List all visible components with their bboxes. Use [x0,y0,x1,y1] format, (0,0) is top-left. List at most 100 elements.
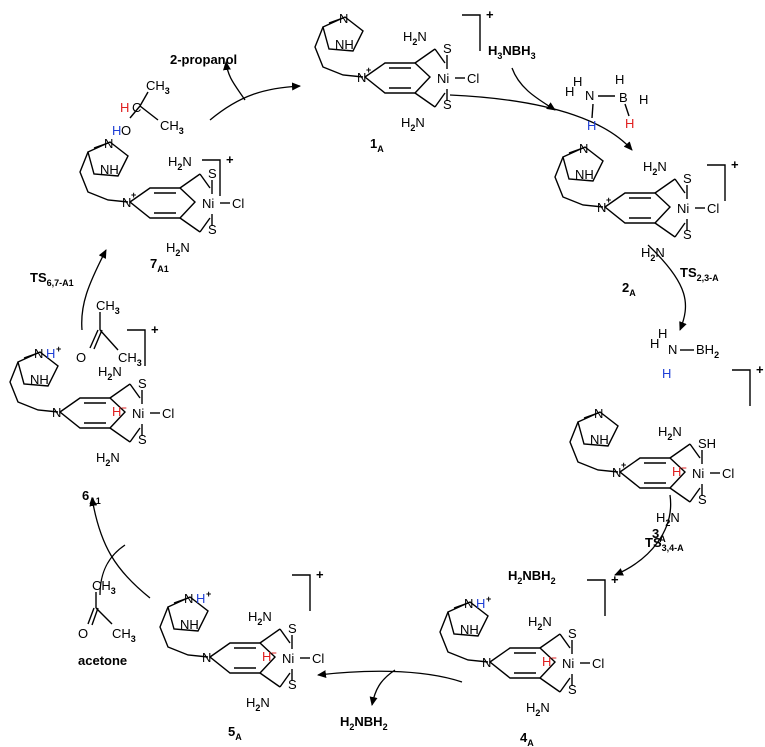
ammonia-borane-structure: H H N H B H H H [565,72,648,133]
arrow-byproduct-out [369,669,396,706]
svg-text:CH3: CH3 [92,578,116,596]
amide-nh2-top: H2N [403,29,427,47]
charge-sign: + [611,572,619,587]
amide-nh2-bottom: H2N [401,115,425,133]
pyridinium-n: N [202,650,211,665]
byproduct-top-label: H2NBH2 [508,568,556,586]
thione-s-bottom: S [288,677,297,692]
compound-label-6A1: 6A1 [82,488,101,506]
arrow-6-to-7 [81,249,107,331]
compound-label-4A: 4A [520,730,534,747]
amide-nh2-top: H2N [643,159,667,177]
amide-nh2-bottom: H2N [641,245,665,263]
svg-text:CH3: CH3 [118,350,142,368]
amide-nh2-top: H2N [248,609,272,627]
charge-sign: + [486,7,494,22]
thione-s-bottom: S [698,492,707,507]
svg-text:H: H [639,92,648,107]
compound-label-5A: 5A [228,724,242,742]
amide-nh2-top: H2N [528,614,552,632]
byproduct-bottom-label: H2NBH2 [340,714,388,732]
charge-sign: + [731,157,739,172]
thione-s-bottom: S [568,682,577,697]
hydride: H− [672,463,687,479]
pyridinium-n: N [612,465,621,480]
thione-s-top: S [683,171,692,186]
charge-bracket [707,164,726,201]
arrow-5-to-6 [89,497,151,599]
svg-text:BH2: BH2 [696,342,719,360]
svg-text:H: H [565,84,574,99]
compound-label-1A: 1A [370,136,384,154]
imidazole-n: N [579,141,588,156]
imidazole-nh: NH [590,432,609,447]
amide-nh2-bottom: H2N [526,700,550,718]
charge-bracket [202,159,221,196]
svg-text:+: + [486,594,491,604]
arrow-reagent-in [511,67,556,111]
ethyl-linker [554,156,604,208]
svg-text:+: + [131,190,136,200]
ethyl-linker [569,421,619,473]
svg-text:B: B [619,90,628,105]
proton-h: H [476,596,485,611]
pyridinium-ring [488,647,556,679]
compound-label-7A1: 7A1 [150,256,169,274]
arrow-1-to-2 [449,94,633,151]
pyridinium-n: N [122,195,131,210]
imidazole-n: N [184,591,193,606]
ethyl-linker [439,611,489,663]
imidazole-nh: NH [335,37,354,52]
imidazole-nh: NH [30,372,49,387]
svg-text:H: H [120,100,129,115]
svg-text:O: O [121,123,131,138]
arrow-3-to-4 [614,494,672,576]
reagent-top-label: H3NBH3 [488,43,536,61]
svg-text:O: O [78,626,88,641]
chloride: Cl [467,71,479,86]
svg-text:H: H [573,74,582,89]
nickel-center: Ni [677,201,689,216]
chloride: Cl [722,466,734,481]
nickel-center: Ni [282,651,294,666]
charge-bracket [292,574,311,611]
chloride: Cl [707,201,719,216]
svg-text:+: + [621,460,626,470]
thione-s-bottom: S [138,432,147,447]
ethyl-linker [9,361,59,413]
svg-text:H: H [658,326,667,341]
ethyl-linker [159,606,209,658]
amide-nh2-top: H2N [168,154,192,172]
svg-text:H: H [112,123,121,138]
svg-text:+: + [56,344,61,354]
hydride: H− [262,648,277,664]
svg-text:CH3: CH3 [160,118,184,136]
pyridinium-n: N [597,200,606,215]
charge-bracket [587,579,606,616]
imidazole-n: N [104,136,113,151]
nickel-center: Ni [202,196,214,211]
amide-nh2-top: H2N [98,364,122,382]
svg-text:N: N [668,342,677,357]
propanol-bound-structure: CH3 CH3 H C H O [112,78,184,138]
acetone-structure: CH3 O CH3 [78,578,136,644]
svg-text:H: H [587,118,596,133]
svg-text:+: + [366,65,371,75]
ethyl-linker [79,151,129,203]
svg-text:CH3: CH3 [96,298,120,316]
thione-s-top: S [568,626,577,641]
ethyl-linker [314,26,364,78]
pyridinium-ring [603,192,671,224]
amide-nh2-top: H2N [658,424,682,442]
pyridinium-n: N [357,70,366,85]
thione-s-top: SH [698,436,716,451]
arrow-2-to-3 [647,244,687,331]
thione-s-top: S [208,166,217,181]
amide-nh2-bottom: H2N [656,510,680,528]
